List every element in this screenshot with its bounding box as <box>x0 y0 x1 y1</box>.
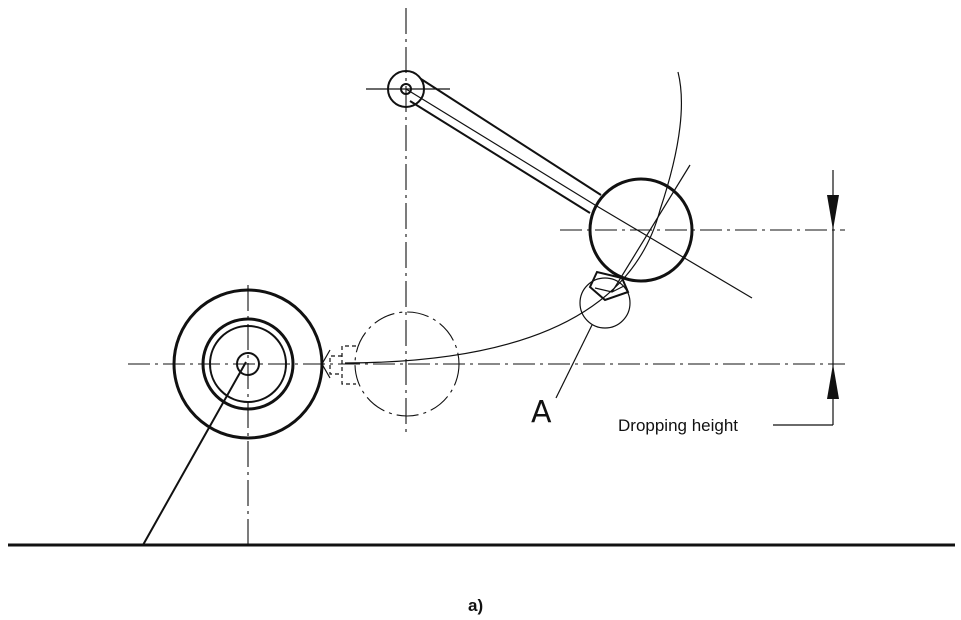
impact-position-striker <box>329 345 356 385</box>
striker-tip-detail <box>594 285 625 293</box>
swing-radial-line <box>594 204 753 299</box>
figure-caption: a) <box>468 596 483 615</box>
dimension-arrow-bottom <box>827 364 839 399</box>
impact-position-ball <box>354 311 460 417</box>
pivot-outer-circle <box>387 70 425 108</box>
contact-wedge <box>321 349 331 379</box>
pendulum-arm-upper-edge <box>420 78 602 196</box>
swing-arc <box>344 71 682 364</box>
ball-axis-line <box>611 164 691 293</box>
point-a-label: A <box>531 395 552 430</box>
dropping-height-label: Dropping height <box>618 416 738 435</box>
detail-circle-a <box>579 277 631 329</box>
pendulum-arm-lower-edge <box>409 100 591 214</box>
pendulum-arm-centerline <box>405 88 596 206</box>
wheel-support-strut <box>142 361 247 546</box>
raised-hammer-ball <box>588 177 694 283</box>
detail-a-leader <box>555 324 593 399</box>
dimension-arrow-top <box>827 195 839 230</box>
striker-tip <box>588 270 630 302</box>
pivot-inner-circle <box>400 83 412 95</box>
